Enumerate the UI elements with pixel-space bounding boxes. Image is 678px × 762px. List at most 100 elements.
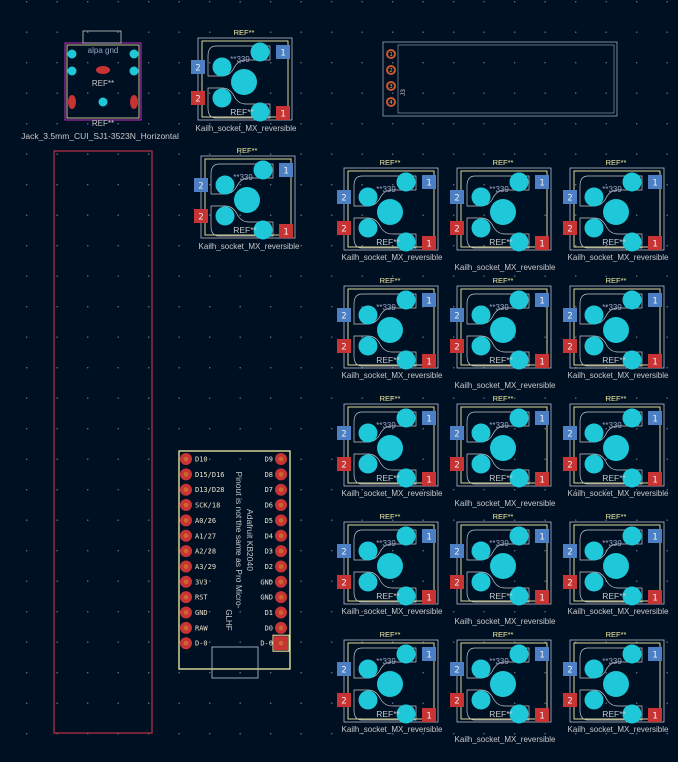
front-smd-pad[interactable] [563,221,577,235]
key-socket-footprint[interactable]: 1221**339REF**REF**Kailh_socket_MX_rever… [450,276,556,390]
mcu-pin-right[interactable]: D3 [265,545,287,558]
front-smd-pad[interactable] [563,575,577,589]
back-smd-pad[interactable] [422,411,436,425]
back-smd-pad[interactable] [279,163,293,177]
mcu-pin-right[interactable]: D9 [265,453,287,465]
mcu-pin-right[interactable]: D-0 [260,634,290,652]
back-smd-pad[interactable] [563,190,577,204]
key-socket-footprint[interactable]: 1221**339REF**REF**Kailh_socket_MX_rever… [563,158,669,262]
key-socket-footprint[interactable]: 1221**339REF**REF**Kailh_socket_MX_rever… [450,630,556,744]
mcu-pin-right[interactable]: GND [260,591,287,604]
back-smd-pad[interactable] [535,293,549,307]
key-socket-footprint[interactable]: 1221**339REF**REF**Kailh_socket_MX_rever… [337,276,443,380]
back-smd-pad[interactable] [337,308,351,322]
mcu-pin-right[interactable]: D6 [265,499,287,512]
back-smd-pad[interactable] [337,544,351,558]
mcu-pin-right[interactable]: D4 [265,529,287,542]
mcu-pin-left[interactable]: GND [180,606,208,619]
key-socket-footprint[interactable]: 1221**339REF**REF**Kailh_socket_MX_rever… [337,630,443,734]
mcu-pin-left[interactable]: A2/28 [180,545,216,558]
back-smd-pad[interactable] [648,175,662,189]
back-smd-pad[interactable] [450,662,464,676]
key-socket-footprint[interactable]: 1221**339REF**REF**Kailh_socket_MX_rever… [337,394,443,498]
back-smd-pad[interactable] [276,45,290,59]
mcu-pin-left[interactable]: D15/D16 [180,468,225,481]
front-smd-pad[interactable] [563,339,577,353]
back-smd-pad[interactable] [422,529,436,543]
key-socket-footprint[interactable]: 1221**339REF**REF**Kailh_socket_MX_rever… [563,512,669,616]
front-smd-pad[interactable] [337,575,351,589]
front-smd-pad[interactable] [422,708,436,722]
back-smd-pad[interactable] [563,662,577,676]
back-smd-pad[interactable] [535,411,549,425]
board-outline-rect[interactable] [53,150,153,734]
jack-pad[interactable] [130,95,138,109]
mcu-pin-left[interactable]: SCK/18 [180,499,220,512]
mcu-pin-left[interactable]: RAW [180,621,208,634]
key-socket-footprint[interactable]: 1221**339REF**REF**Kailh_socket_MX_rever… [191,28,297,133]
back-smd-pad[interactable] [422,293,436,307]
key-socket-footprint[interactable]: 1221**339REF**REF**Kailh_socket_MX_rever… [450,158,556,272]
jack-pad[interactable] [96,66,110,74]
key-socket-footprint[interactable]: 1221**339REF**REF**Kailh_socket_MX_rever… [450,512,556,626]
mcu-pin-right[interactable]: D0 [265,621,287,634]
mcu-pin-left[interactable]: D10 [180,453,208,465]
back-smd-pad[interactable] [450,544,464,558]
jack-footprint[interactable]: alpa gnd REF** REF** Jack_3.5mm_CUI_SJ1-… [21,30,179,141]
mcu-pin-left[interactable]: 3V3 [180,575,208,588]
front-smd-pad[interactable] [648,708,662,722]
front-smd-pad[interactable] [535,236,549,250]
mcu-pin-right[interactable]: D5 [265,514,287,527]
mcu-pin-right[interactable]: D1 [265,606,287,619]
back-smd-pad[interactable] [337,426,351,440]
back-smd-pad[interactable] [422,175,436,189]
front-smd-pad[interactable] [422,590,436,604]
mcu-pin-right[interactable]: GND [260,575,287,588]
jack-pad[interactable] [67,66,77,76]
mcu-pin-left[interactable]: A3/29 [180,560,216,573]
front-smd-pad[interactable] [535,708,549,722]
back-smd-pad[interactable] [648,411,662,425]
mcu-pin-right[interactable]: D2 [265,560,287,573]
mcu-pin-left[interactable]: RST [180,591,208,604]
mcu-pin-left[interactable]: D13/D28 [180,483,225,496]
front-smd-pad[interactable] [563,457,577,471]
front-smd-pad[interactable] [648,354,662,368]
back-smd-pad[interactable] [450,308,464,322]
back-smd-pad[interactable] [563,544,577,558]
front-smd-pad[interactable] [276,106,290,120]
back-smd-pad[interactable] [535,529,549,543]
back-smd-pad[interactable] [563,308,577,322]
front-smd-pad[interactable] [191,91,205,105]
back-smd-pad[interactable] [563,426,577,440]
front-smd-pad[interactable] [450,575,464,589]
front-smd-pad[interactable] [194,209,208,223]
front-smd-pad[interactable] [279,224,293,238]
front-smd-pad[interactable] [450,457,464,471]
back-smd-pad[interactable] [648,647,662,661]
front-smd-pad[interactable] [422,354,436,368]
back-smd-pad[interactable] [191,60,205,74]
front-smd-pad[interactable] [450,693,464,707]
back-smd-pad[interactable] [337,190,351,204]
front-smd-pad[interactable] [535,590,549,604]
back-smd-pad[interactable] [648,529,662,543]
front-smd-pad[interactable] [535,354,549,368]
jack-pad[interactable] [129,66,139,76]
key-socket-footprint[interactable]: 1221**339REF**REF**Kailh_socket_MX_rever… [563,394,669,498]
front-smd-pad[interactable] [337,457,351,471]
jack-pad[interactable] [68,95,76,109]
key-socket-footprint[interactable]: 1221**339REF**REF**Kailh_socket_MX_rever… [450,394,556,508]
front-smd-pad[interactable] [337,339,351,353]
mcu-pin-right[interactable]: D7 [265,483,287,496]
front-smd-pad[interactable] [563,693,577,707]
jack-pad[interactable] [98,97,108,107]
front-smd-pad[interactable] [337,693,351,707]
back-smd-pad[interactable] [337,662,351,676]
front-smd-pad[interactable] [648,236,662,250]
back-smd-pad[interactable] [535,647,549,661]
back-smd-pad[interactable] [648,293,662,307]
